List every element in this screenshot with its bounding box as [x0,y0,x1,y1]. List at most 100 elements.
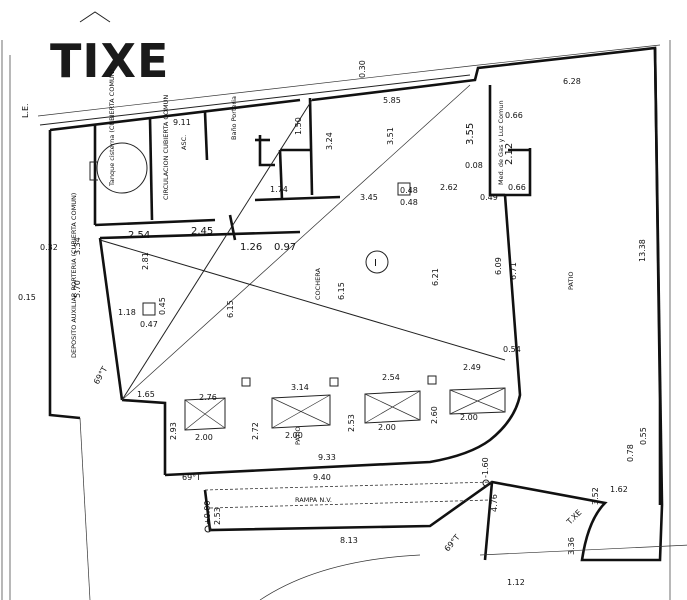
property-line [39,74,471,126]
outer-wall-right [653,47,664,506]
dim-0-32: 0.32 [40,243,58,252]
dim-0-08: 0.08 [465,161,483,170]
dim-2-53-b: 2.53 [213,507,222,525]
dim-3-45: 3.45 [360,193,378,202]
bay-2-x [271,394,331,429]
asc-wall [203,111,209,161]
elevator-label: ASC. [180,135,188,150]
angle-note-3: 69°T [443,533,462,553]
dim-2-00-a: 2.00 [195,433,213,442]
cochera-wall-left [308,97,314,196]
lower-left-line [79,417,91,600]
dim-5-70: 5.70 [73,280,82,298]
storage-bays [184,387,506,431]
angle-note-4: T.XE [564,508,583,527]
property-line-right [469,44,661,67]
dim-13-38: 13.38 [638,239,647,262]
circulation-label: CIRCULACION CUBIERTA COMUN [162,95,170,200]
section-marker-label: I [374,258,377,269]
level-label-a: +0.00 [203,500,212,525]
le-label: L.E. [21,103,30,118]
dim-2-72: 2.72 [251,422,260,440]
ramp-label: RAMPA N.V. [295,496,332,504]
service-wall-row [94,218,216,227]
dim-2-49: 2.49 [463,363,481,372]
dim-3-34: 3.34 [73,237,82,255]
dim-9-11: 9.11 [173,118,191,127]
logo-text: TIXE [50,34,169,88]
bay-3-x [364,390,421,424]
dim-2-62: 2.62 [440,183,458,192]
lower-curve [259,554,421,600]
circulation-wall [148,117,154,221]
dim-1-50: 1.50 [294,117,303,135]
dim-2-00-c: 2.00 [378,423,396,432]
patio-right-label: PATIO [567,272,575,290]
ramp-divider [483,481,494,561]
dim-0-30: 0.30 [358,60,367,78]
dim-1-74: 1.74 [270,185,288,194]
dim-4-76: 4.76 [490,494,499,512]
dim-2-81: 2.81 [141,252,150,270]
level-marker [482,479,490,487]
dim-6-15-a: 6.15 [226,300,235,318]
dim-0-15: 0.15 [18,293,36,302]
ramp-edge-top [204,481,493,491]
column-3 [241,377,251,387]
bath-label: Baño Porteria [230,96,238,140]
dim-6-15-b: 6.15 [337,282,346,300]
dim-3-24: 3.24 [325,132,334,150]
dim-5-85: 5.85 [383,96,401,105]
dim-0-78: 0.78 [626,444,635,462]
patio-curve-wall [164,194,522,477]
dim-2-53: 2.53 [347,414,356,432]
dim-1-62: 1.62 [610,485,628,494]
dim-0-45: 0.45 [158,297,167,315]
patio-bottom-label: PATIO [294,427,302,445]
cochera-diagonal-3 [99,239,506,361]
cochera-diagonal-1 [121,99,313,401]
dim-3-55: 3.55 [465,123,476,145]
dimensions-vertical: 3.55 2.12 6.15 6.15 6.21 6.09 6.71 13.38… [18,60,648,587]
dim-0-66-b: 0.66 [508,183,526,192]
dim-2-54: 2.54 [128,230,150,241]
dim-2-54-b: 2.54 [382,373,400,382]
cochera-label: COCHERA [314,268,322,300]
cochera-wall-left [98,237,124,401]
dim-0-55: 0.55 [639,427,648,445]
property-line-outer [37,65,471,117]
dim-2-60: 2.60 [430,406,439,424]
dim-3-51: 3.51 [386,127,395,145]
column-2 [397,182,411,196]
meter-label: Med. de Gas y Luz Comun [497,100,505,185]
ramp-bottom-line [479,544,687,556]
dim-0-47: 0.47 [140,320,158,329]
level-label-b: -1.60 [481,457,490,478]
water-tank-bracket [89,161,98,181]
outer-wall-top-right [311,46,662,505]
ramp-wall [203,480,664,562]
dim-8-13: 8.13 [340,536,358,545]
level-marker-2 [204,525,212,533]
column-4 [329,377,339,387]
dim-6-21: 6.21 [431,268,440,286]
column-5 [427,375,437,385]
dim-2-76: 2.76 [199,393,217,402]
deposit-label: DEPOSITO AUXILIAR PORTERIA (CUBIERTA COM… [70,193,78,358]
dim-0-48-b: 0.48 [400,198,418,207]
dim-2-12: 2.12 [504,143,515,165]
angle-note-2: 69°T [182,473,201,482]
dim-0-66-a: 0.66 [505,111,523,120]
dim-6-28: 6.28 [563,77,581,86]
bay-1-x [184,397,226,431]
dim-0-49: 0.49 [480,193,498,202]
dim-2-00-d: 2.00 [460,413,478,422]
dim-0-48-a: 0.48 [400,186,418,195]
bath-wall-4 [278,149,284,201]
dim-2-00-b: 2.00 [285,431,303,440]
dim-0-97: 0.97 [274,242,296,253]
dim-9-33: 9.33 [318,453,336,462]
dimensions: 5.85 6.28 9.11 2.54 2.45 1.26 0.97 0.48 … [128,77,628,545]
